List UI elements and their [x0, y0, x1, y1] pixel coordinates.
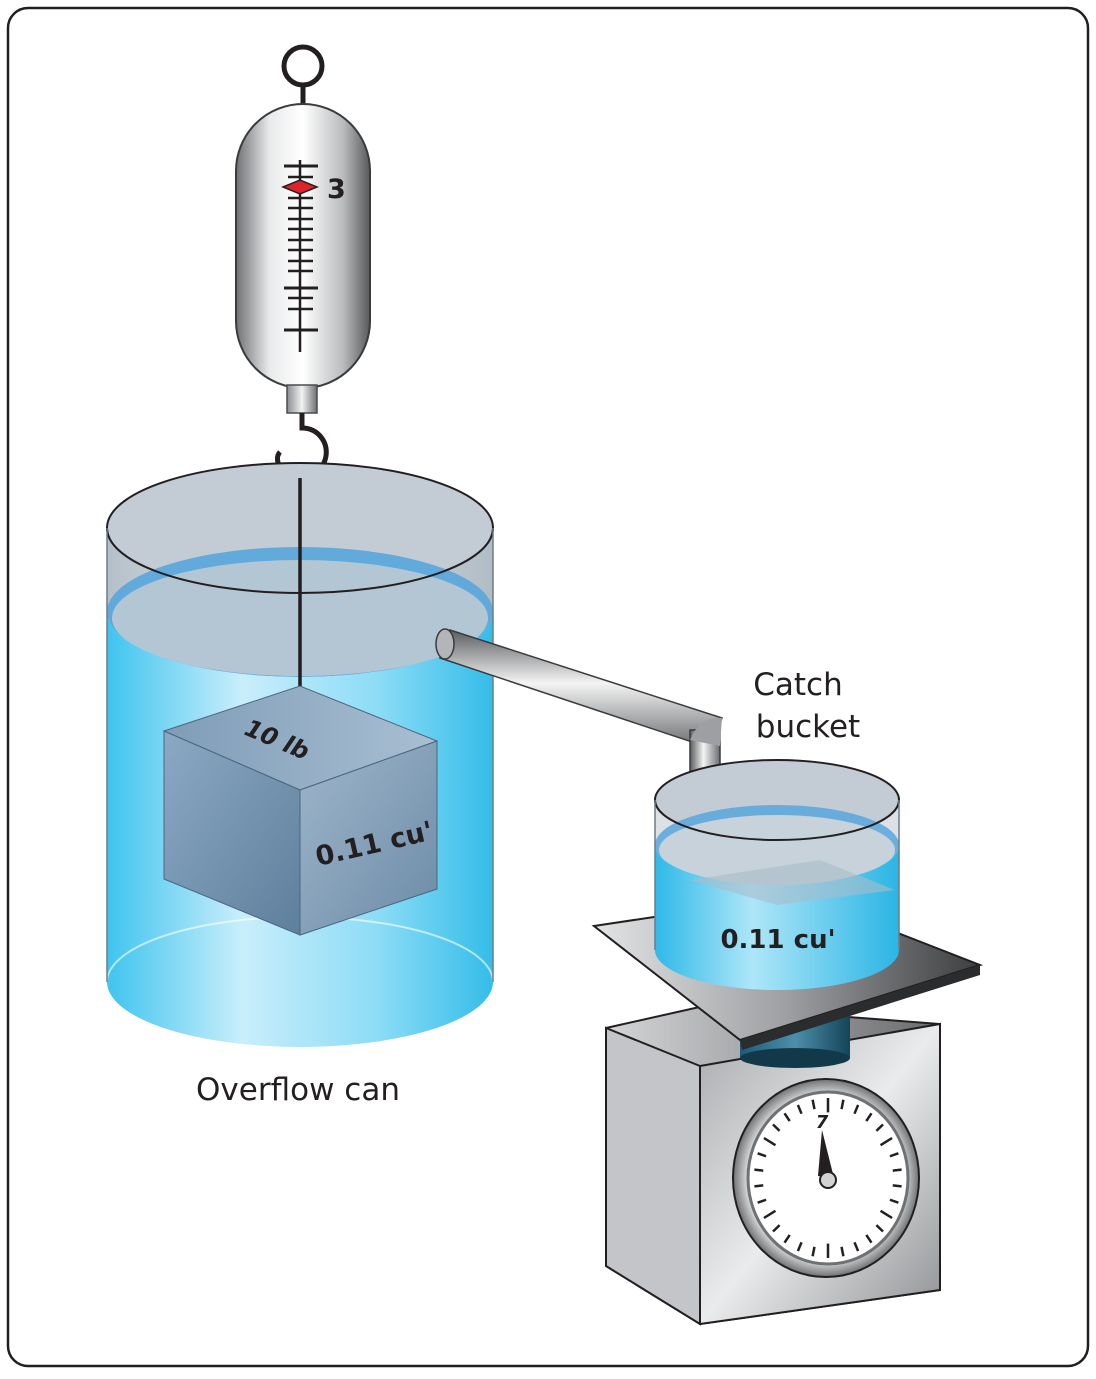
dial-tick — [796, 1104, 803, 1115]
catch-bucket-label-line2: bucket — [756, 709, 860, 745]
dial-tick — [892, 1184, 902, 1188]
catch-bucket-label-line1: Catch — [753, 667, 843, 703]
dial-tick — [853, 1241, 860, 1252]
scale-ring — [281, 44, 325, 88]
dial-tick — [840, 1099, 845, 1110]
dial-tick — [865, 1234, 873, 1244]
dial-tick — [865, 1112, 873, 1122]
dial-tick — [796, 1241, 803, 1252]
dial-tick — [879, 1136, 893, 1147]
dial-tick — [889, 1152, 899, 1158]
dial-tick — [763, 1209, 777, 1220]
dial-tick — [772, 1224, 781, 1233]
dial-tick — [811, 1246, 816, 1257]
dial-tick — [889, 1198, 899, 1204]
dial-tick — [875, 1123, 884, 1132]
catch-bucket: 0.11 cu' — [654, 759, 900, 990]
spring-scale: 3 — [235, 44, 371, 481]
dial-tick — [754, 1168, 764, 1172]
scale-body — [235, 103, 371, 389]
dial-tick — [892, 1168, 902, 1172]
scale-pointer — [281, 179, 319, 195]
scale-reading: 3 — [327, 174, 346, 205]
scale-dial: 7 — [732, 1078, 920, 1278]
bucket-volume-label: 0.11 cu' — [720, 925, 835, 955]
dial-tick — [840, 1246, 845, 1257]
weight-cube: 10 lb 0.11 cu' — [162, 685, 439, 936]
dial-tick — [875, 1224, 884, 1233]
dial-tick — [783, 1234, 791, 1244]
overflow-can: 10 lb 0.11 cu' — [106, 462, 494, 1047]
dial-tick — [879, 1209, 893, 1220]
dial-tick — [853, 1104, 860, 1115]
dial-tick — [783, 1112, 791, 1122]
dial-tick — [754, 1184, 764, 1188]
dial-needle — [818, 1130, 834, 1178]
dial-tick — [763, 1136, 777, 1147]
dial-tick — [757, 1152, 767, 1158]
overflow-can-label: Overflow can — [196, 1072, 400, 1108]
dial-tick — [757, 1198, 767, 1204]
dial-tick — [772, 1123, 781, 1132]
scale-dial-reading: 7 — [816, 1112, 829, 1133]
dial-tick — [811, 1099, 816, 1110]
